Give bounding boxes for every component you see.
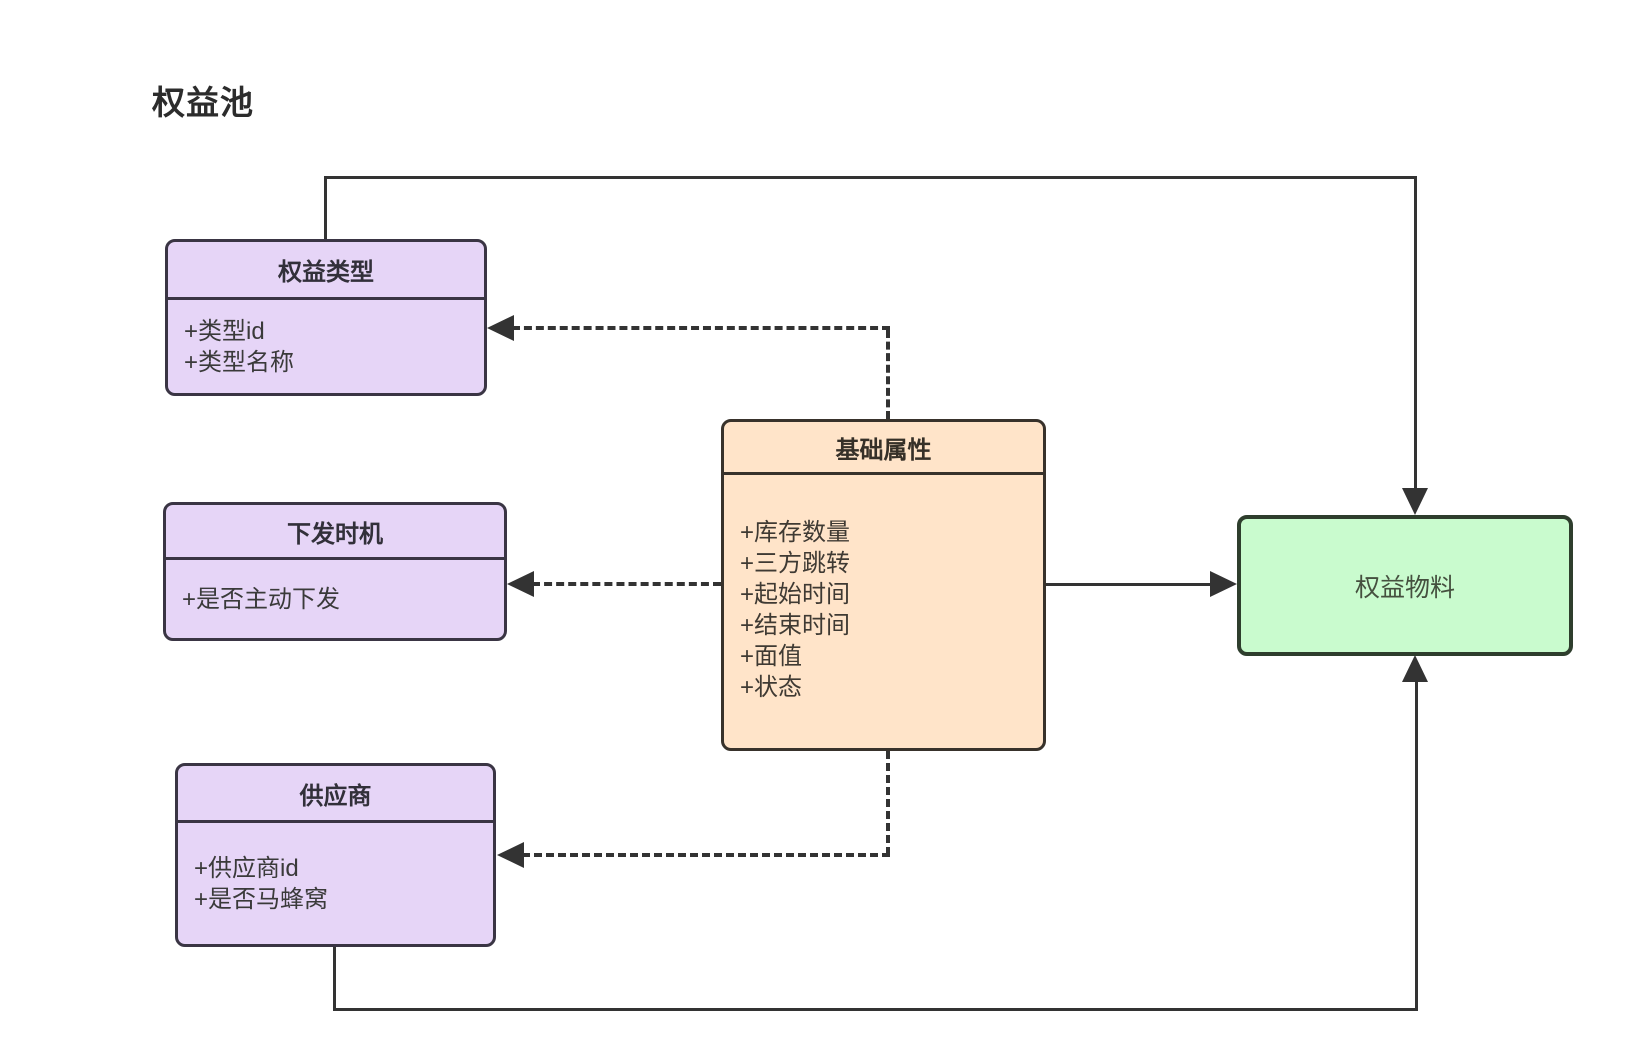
entity-basic-attrs-field: +三方跳转 <box>740 550 851 577</box>
entity-basic-attrs-title: 基础属性 <box>724 422 1043 475</box>
entity-rights-material-title: 权益物料 <box>1354 573 1455 602</box>
diagram-title: 权益池 <box>152 84 254 121</box>
entity-delivery-timing[interactable]: 下发时机 +是否主动下发 <box>163 502 507 641</box>
entity-rights-type[interactable]: 权益类型 +类型id +类型名称 <box>165 239 487 396</box>
entity-supplier-title: 供应商 <box>178 766 493 823</box>
entity-basic-attrs-field: +状态 <box>740 674 803 701</box>
edge-type-to-material-arrowhead-icon <box>1402 488 1428 515</box>
edge-type-to-material-segment <box>324 176 327 240</box>
entity-rights-type-field: +类型名称 <box>184 348 295 376</box>
edge-type-to-material-segment <box>1414 176 1417 492</box>
edge-supplier-to-material-segment <box>1415 680 1418 1011</box>
entity-supplier-field: +供应商id <box>194 854 299 882</box>
edge-supplier-to-material-arrowhead-icon <box>1402 655 1428 682</box>
entity-basic-attrs[interactable]: 基础属性 +库存数量 +三方跳转 +起始时间 +结束时间 +面值 +状态 <box>721 419 1046 751</box>
edge-attrs-to-supplier-arrowhead-icon <box>497 842 524 868</box>
entity-delivery-timing-field: +是否主动下发 <box>182 585 341 613</box>
entity-rights-type-title: 权益类型 <box>168 242 484 300</box>
edge-supplier-to-material-segment <box>333 1008 1418 1011</box>
edge-attrs-to-type-segment <box>886 330 890 419</box>
entity-basic-attrs-field: +结束时间 <box>740 612 851 639</box>
entity-delivery-timing-title: 下发时机 <box>166 505 504 560</box>
edge-attrs-to-type-segment <box>512 326 890 330</box>
edge-type-to-material-segment <box>324 176 1417 179</box>
entity-supplier[interactable]: 供应商 +供应商id +是否马蜂窝 <box>175 763 496 947</box>
edge-attrs-to-timing-segment <box>532 582 721 586</box>
entity-basic-attrs-field: +库存数量 <box>740 519 851 546</box>
edge-attrs-to-type-arrowhead-icon <box>487 315 514 341</box>
edge-attrs-to-material-segment <box>1046 583 1212 586</box>
edge-attrs-to-material-arrowhead-icon <box>1210 571 1237 597</box>
entity-basic-attrs-field: +面值 <box>740 643 803 670</box>
entity-supplier-field: +是否马蜂窝 <box>194 885 329 913</box>
edge-attrs-to-supplier-segment <box>886 751 890 855</box>
entity-rights-type-field: +类型id <box>184 317 265 345</box>
edge-supplier-to-material-segment <box>333 947 336 1011</box>
edge-attrs-to-supplier-segment <box>522 853 890 857</box>
entity-basic-attrs-field: +起始时间 <box>740 581 851 608</box>
entity-rights-material[interactable]: 权益物料 <box>1237 515 1573 656</box>
edge-attrs-to-timing-arrowhead-icon <box>507 571 534 597</box>
